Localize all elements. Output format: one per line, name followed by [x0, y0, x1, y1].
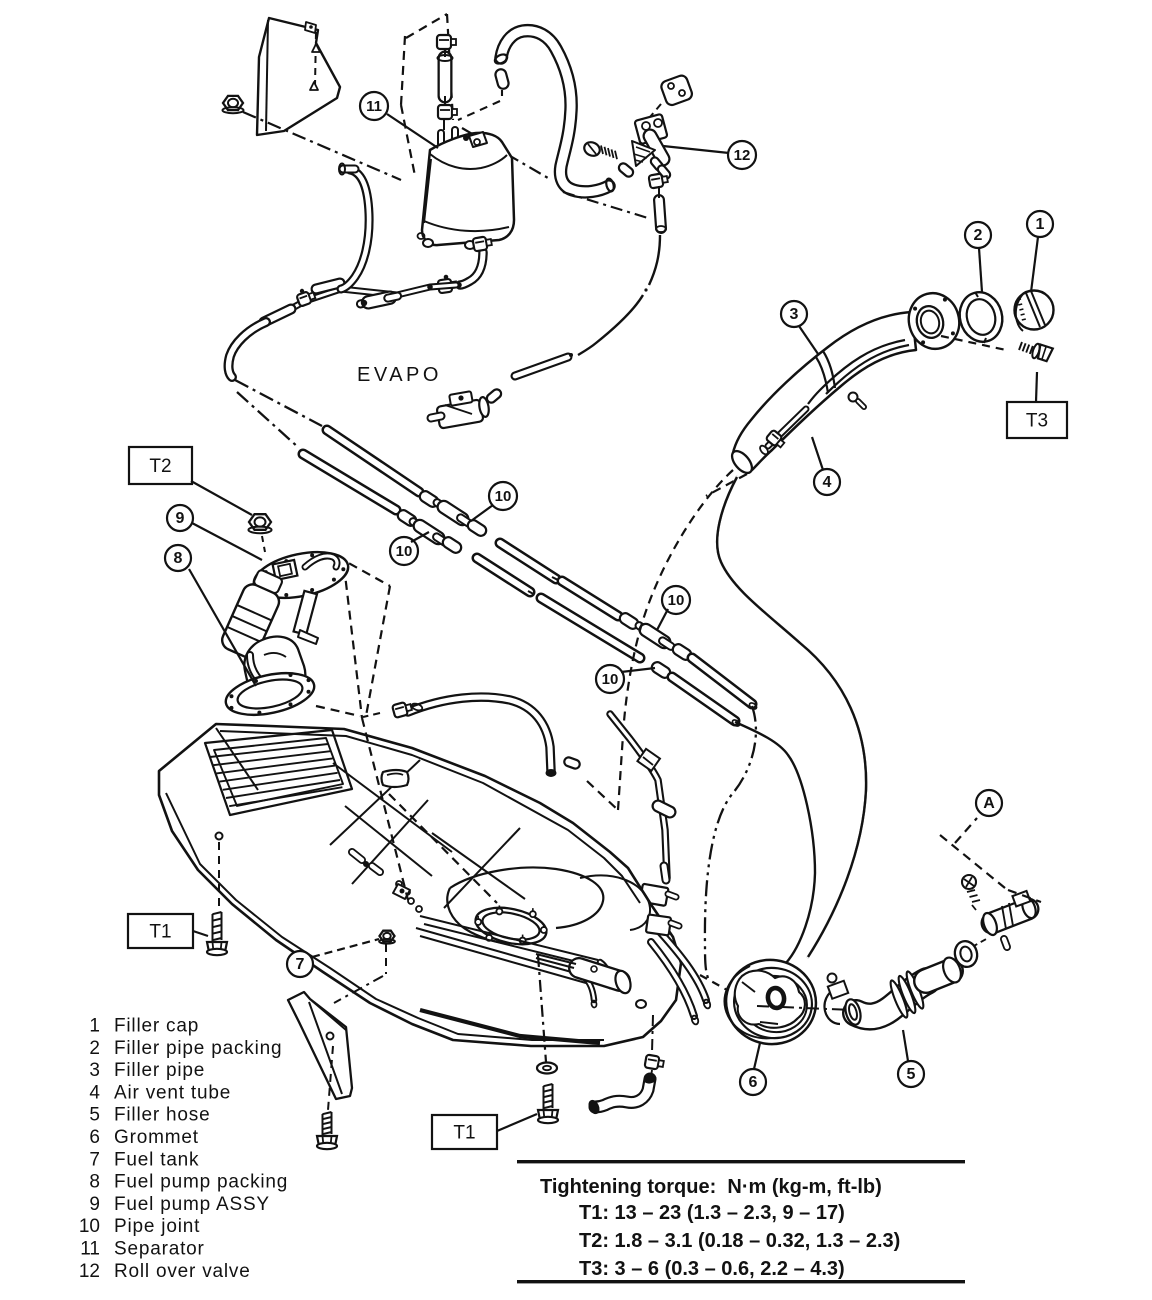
svg-text:8: 8: [89, 1172, 100, 1193]
svg-text:9: 9: [89, 1194, 100, 1215]
svg-text:T3: T3: [1026, 411, 1048, 432]
svg-text:Tightening torque: N·m (kg-m,: Tightening torque: N·m (kg-m, ft-lb): [540, 1176, 882, 1198]
svg-text:3: 3: [89, 1060, 100, 1081]
svg-text:7: 7: [296, 956, 305, 973]
svg-text:10: 10: [495, 488, 512, 505]
svg-text:Fuel tank: Fuel tank: [114, 1149, 199, 1170]
svg-text:6: 6: [749, 1074, 758, 1091]
svg-text:Fuel pump packing: Fuel pump packing: [114, 1172, 288, 1193]
svg-text:EVAPO: EVAPO: [357, 364, 442, 386]
svg-text:Air vent tube: Air vent tube: [114, 1082, 231, 1103]
svg-text:12: 12: [79, 1261, 100, 1282]
svg-text:11: 11: [366, 98, 382, 115]
svg-text:10: 10: [79, 1216, 100, 1237]
svg-text:T2: 1.8 – 3.1 (0.18 – 0.32, 1.: T2: 1.8 – 3.1 (0.18 – 0.32, 1.3 – 2.3): [579, 1230, 900, 1252]
svg-text:A: A: [983, 795, 995, 812]
svg-text:Separator: Separator: [114, 1239, 205, 1260]
svg-text:1: 1: [89, 1016, 100, 1037]
svg-text:Filler pipe packing: Filler pipe packing: [114, 1038, 282, 1059]
svg-text:4: 4: [823, 474, 832, 491]
svg-text:Roll over valve: Roll over valve: [114, 1261, 251, 1282]
svg-text:3: 3: [790, 306, 799, 323]
svg-text:10: 10: [602, 671, 619, 688]
svg-text:2: 2: [974, 227, 983, 244]
svg-text:5: 5: [907, 1066, 916, 1083]
svg-text:T1: T1: [149, 922, 171, 943]
svg-text:Pipe joint: Pipe joint: [114, 1216, 200, 1237]
svg-text:11: 11: [80, 1239, 100, 1260]
svg-text:10: 10: [668, 592, 685, 609]
svg-text:4: 4: [89, 1082, 100, 1103]
svg-text:Filler pipe: Filler pipe: [114, 1060, 205, 1081]
svg-text:T1: 13 – 23 (1.3 – 2.3, 9 – 17: T1: 13 – 23 (1.3 – 2.3, 9 – 17): [579, 1202, 845, 1224]
svg-text:10: 10: [396, 543, 413, 560]
svg-text:T3: 3 – 6 (0.3 – 0.6, 2.2 – 4.: T3: 3 – 6 (0.3 – 0.6, 2.2 – 4.3): [579, 1258, 845, 1280]
svg-text:2: 2: [89, 1038, 100, 1059]
svg-text:9: 9: [176, 510, 185, 527]
svg-text:7: 7: [89, 1149, 100, 1170]
svg-text:5: 5: [89, 1105, 100, 1126]
svg-text:Grommet: Grommet: [114, 1127, 199, 1148]
svg-text:12: 12: [734, 147, 751, 164]
svg-text:Filler hose: Filler hose: [114, 1105, 210, 1126]
svg-text:T1: T1: [453, 1123, 475, 1144]
svg-text:1: 1: [1036, 216, 1045, 233]
svg-text:Filler cap: Filler cap: [114, 1016, 199, 1037]
svg-text:6: 6: [89, 1127, 100, 1148]
svg-text:T2: T2: [149, 456, 171, 477]
svg-text:Fuel pump ASSY: Fuel pump ASSY: [114, 1194, 270, 1215]
svg-text:8: 8: [174, 550, 183, 567]
